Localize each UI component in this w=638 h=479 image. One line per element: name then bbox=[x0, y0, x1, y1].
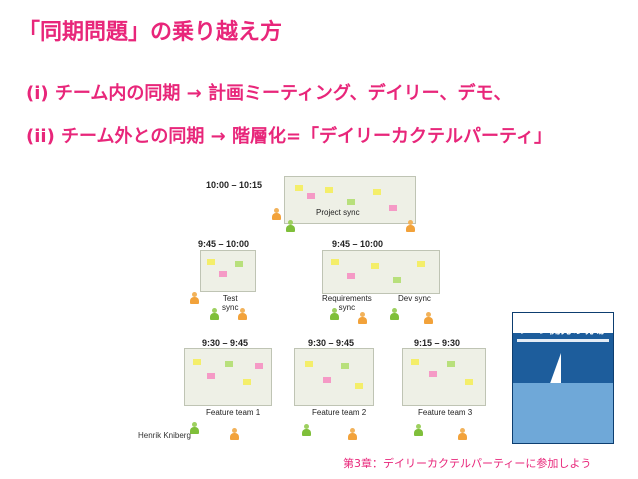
time-label: 9:45 – 10:00 bbox=[198, 239, 250, 249]
person-icon bbox=[414, 424, 423, 436]
book-cover: リーン開発の現場 bbox=[512, 312, 614, 444]
person-icon bbox=[190, 292, 199, 304]
time-label: 9:30 – 9:45 bbox=[308, 338, 355, 348]
feature-team-3-board bbox=[402, 348, 486, 406]
feature-team-1-board bbox=[184, 348, 272, 406]
sync-hierarchy-diagram: 10:00 – 10:15 Project sync 9:45 – 10:00 … bbox=[140, 168, 500, 450]
person-icon bbox=[238, 308, 247, 320]
feature-team-3-label: Feature team 3 bbox=[418, 408, 473, 417]
bullet-team-external-sync: (ii) チーム外との同期 → 階層化=「デイリーカクテルパーティ」 bbox=[26, 126, 552, 147]
person-icon bbox=[190, 422, 199, 434]
person-icon bbox=[390, 308, 399, 320]
chapter-footnote: 第3章：デイリーカクテルパーティーに参加しよう bbox=[343, 457, 592, 470]
author-credit: Henrik Kniberg bbox=[138, 431, 191, 440]
bullet-team-internal-sync: (i) チーム内の同期 → 計画ミーティング、デイリー、デモ、 bbox=[26, 83, 512, 104]
page-title: 「同期問題」の乗り越え方 bbox=[18, 20, 283, 45]
feature-team-2-board bbox=[294, 348, 374, 406]
project-sync-label: Project sync bbox=[316, 208, 360, 217]
person-icon bbox=[406, 220, 415, 232]
person-icon bbox=[210, 308, 219, 320]
project-board bbox=[284, 176, 416, 224]
time-label: 9:15 – 9:30 bbox=[414, 338, 461, 348]
requirements-dev-board bbox=[322, 250, 440, 294]
person-icon bbox=[230, 428, 239, 440]
person-icon bbox=[358, 312, 367, 324]
time-label: 9:30 – 9:45 bbox=[202, 338, 249, 348]
person-icon bbox=[458, 428, 467, 440]
feature-team-1-label: Feature team 1 bbox=[206, 408, 261, 417]
test-board bbox=[200, 250, 256, 292]
person-icon bbox=[424, 312, 433, 324]
feature-team-2-label: Feature team 2 bbox=[312, 408, 367, 417]
dev-sync-label: Dev sync bbox=[398, 294, 431, 303]
person-icon bbox=[302, 424, 311, 436]
person-icon bbox=[286, 220, 295, 232]
time-label: 9:45 – 10:00 bbox=[332, 239, 384, 249]
person-icon bbox=[272, 208, 281, 220]
book-title: リーン開発の現場 bbox=[517, 323, 605, 336]
time-label: 10:00 – 10:15 bbox=[206, 180, 263, 190]
person-icon bbox=[348, 428, 357, 440]
person-icon bbox=[330, 308, 339, 320]
